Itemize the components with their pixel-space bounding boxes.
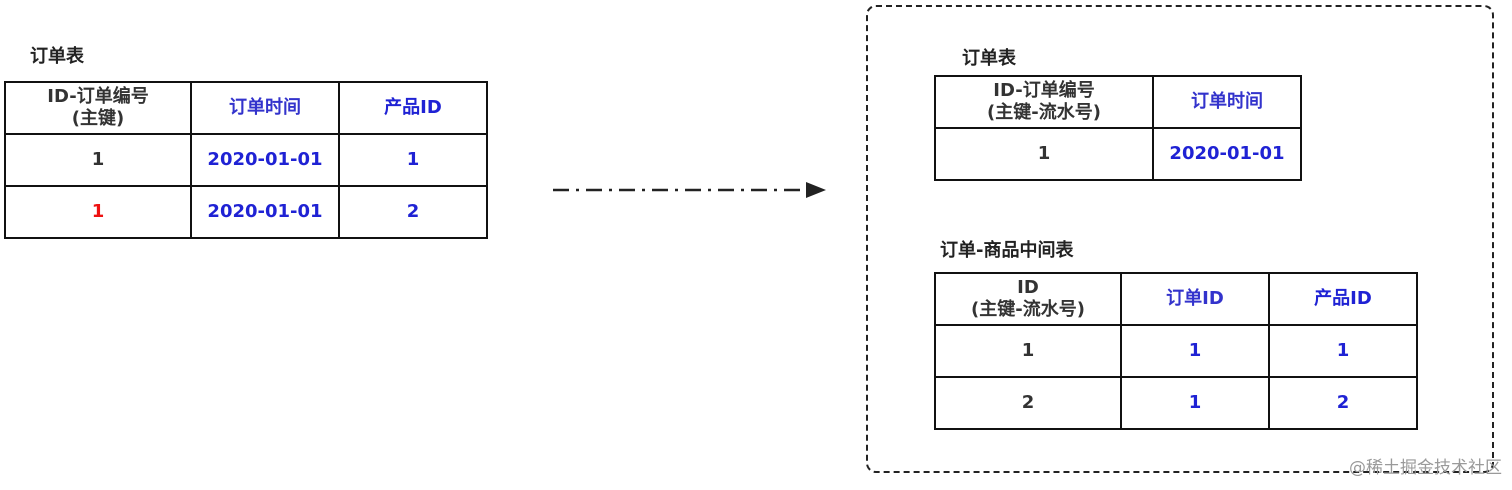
table-cell: 2020-01-01 [1152,127,1302,181]
header-cell: ID (主键-流水号) [934,272,1122,326]
header-cell: 订单时间 [1152,75,1302,129]
header-cell: ID-订单编号 (主键) [4,81,192,135]
left-table-title: 订单表 [30,46,84,67]
table-row: 1 2020-01-01 1 [4,133,488,187]
order-product-table: ID (主键-流水号) 订单ID 产品ID 1 1 1 2 1 2 [934,272,1418,430]
table-header-row: ID-订单编号 (主键) 订单时间 产品ID [4,81,488,135]
table-row: 1 2020-01-01 [934,127,1302,181]
header-cell: 产品ID [1268,272,1418,326]
table-row: 1 2020-01-01 2 [4,185,488,239]
header-cell: 订单ID [1120,272,1270,326]
table-row: 1 1 1 [934,324,1418,378]
table-header-row: ID (主键-流水号) 订单ID 产品ID [934,272,1418,326]
right-bottom-table-title: 订单-商品中间表 [940,240,1074,261]
left-order-table: ID-订单编号 (主键) 订单时间 产品ID 1 2020-01-01 1 1 … [4,81,488,239]
right-order-table: ID-订单编号 (主键-流水号) 订单时间 1 2020-01-01 [934,75,1302,181]
table-cell: 2 [934,376,1122,430]
table-cell: 2020-01-01 [190,185,340,239]
table-cell: 1 [934,127,1154,181]
watermark: @稀土掘金技术社区 [1349,458,1502,478]
table-header-row: ID-订单编号 (主键-流水号) 订单时间 [934,75,1302,129]
table-cell: 2020-01-01 [190,133,340,187]
table-cell-duplicate-id: 1 [4,185,192,239]
table-cell: 1 [1120,376,1270,430]
table-cell: 1 [338,133,488,187]
header-cell: 订单时间 [190,81,340,135]
right-top-table-title: 订单表 [962,48,1016,69]
table-row: 2 1 2 [934,376,1418,430]
header-cell: 产品ID [338,81,488,135]
table-cell: 2 [338,185,488,239]
table-cell: 1 [1268,324,1418,378]
table-cell: 2 [1268,376,1418,430]
transform-arrow-icon [553,182,826,198]
header-cell: ID-订单编号 (主键-流水号) [934,75,1154,129]
table-cell: 1 [1120,324,1270,378]
result-frame [866,5,1494,473]
table-cell: 1 [4,133,192,187]
table-cell: 1 [934,324,1122,378]
